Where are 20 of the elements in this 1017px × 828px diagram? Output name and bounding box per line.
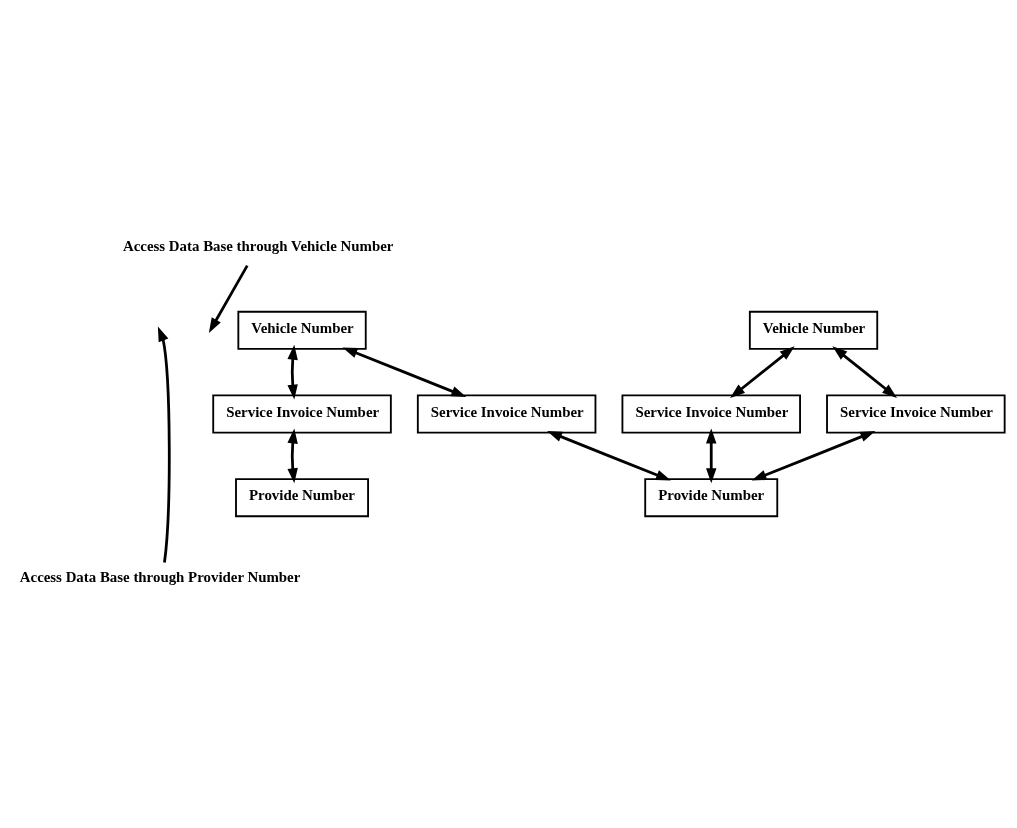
- arrow: [730, 346, 795, 398]
- arrow: [208, 264, 249, 333]
- node-box: Vehicle Number: [748, 310, 879, 350]
- node-box: Service Invoice Number: [621, 394, 801, 434]
- arrow: [547, 431, 671, 481]
- node-text: Access Data Base through Provider Number: [19, 569, 301, 586]
- node-box: Provide Number: [235, 478, 369, 518]
- node-box: Service Invoice Number: [416, 394, 597, 434]
- node-box: Provide Number: [644, 478, 779, 518]
- arrow: [342, 347, 467, 397]
- node-box: Service Invoice Number: [212, 394, 392, 434]
- node-box: Service Invoice Number: [826, 394, 1006, 434]
- arrow: [287, 428, 298, 484]
- arrow: [287, 344, 298, 400]
- arrow: [706, 428, 717, 484]
- node-text: Access Data Base through Vehicle Number: [123, 238, 394, 255]
- arrow: [832, 346, 897, 398]
- arrow: [157, 326, 171, 563]
- arrow: [751, 431, 876, 481]
- node-box: Vehicle Number: [237, 310, 367, 350]
